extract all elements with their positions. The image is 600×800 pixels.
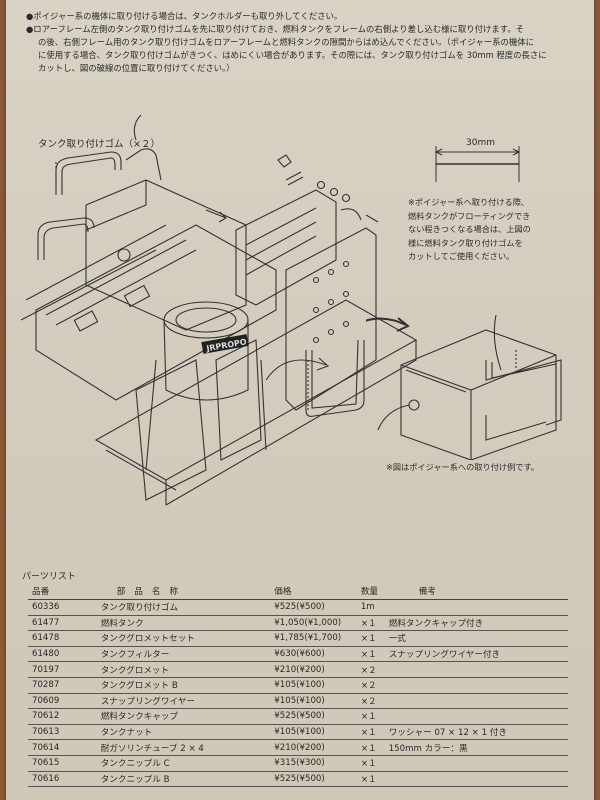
cell-price: ¥210(¥200): [274, 661, 361, 678]
cell-name: タンクグロメットセット: [100, 630, 275, 647]
cell-note: [388, 599, 568, 616]
cell-price: ¥1,785(¥1,700): [274, 630, 361, 647]
table-row: 70197 タンクグロメット ¥210(¥200) ×２: [28, 661, 568, 678]
cell-note: スナップリングワイヤー付き: [388, 646, 568, 663]
table-row: 70287 タンクグロメット B ¥105(¥100) ×２: [28, 677, 568, 694]
cell-code: 70609: [28, 693, 101, 710]
cell-name: 燃料タンク: [100, 615, 275, 632]
dimension-indicator: 30mm: [424, 132, 534, 192]
cell-code: 70614: [28, 739, 101, 756]
cell-code: 61480: [28, 646, 101, 663]
table-row: 70616 タンクニップル B ¥525(¥500) ×１: [28, 771, 568, 788]
cell-qty: ×１: [360, 771, 389, 788]
cell-note: [388, 693, 568, 710]
cell-price: ¥105(¥100): [274, 693, 361, 710]
cell-note: 150mm カラー：黒: [388, 739, 568, 756]
cell-price: ¥315(¥300): [274, 755, 361, 772]
cell-code: 70613: [28, 724, 101, 741]
cell-price: ¥210(¥200): [274, 739, 361, 756]
cell-code: 70612: [28, 708, 101, 725]
jrpropo-logo: JRPROPO: [201, 334, 249, 354]
header-qty: 数量: [360, 584, 389, 600]
cell-name: 燃料タンクキャップ: [100, 708, 275, 725]
header-note: 備考: [388, 584, 568, 600]
cell-qty: ×１: [360, 724, 389, 741]
cell-note: [388, 771, 568, 788]
cell-note: [388, 677, 568, 694]
cell-price: ¥525(¥500): [274, 599, 361, 616]
header-price: 価格: [274, 584, 361, 600]
cell-qty: ×１: [360, 739, 389, 756]
cell-qty: ×２: [360, 677, 389, 694]
table-row: 70612 燃料タンクキャップ ¥525(¥500) ×１: [28, 708, 568, 725]
cell-qty: ×２: [360, 661, 389, 678]
table-row: 61477 燃料タンク ¥1,050(¥1,000) ×１ 燃料タンクキャップ付…: [28, 615, 568, 632]
header-name: 部品名称: [100, 584, 275, 600]
cell-qty: ×１: [360, 708, 389, 725]
parts-table-header: 品番 部品名称 価格 数量 備考: [28, 584, 568, 600]
table-row: 61480 タンクフィルター ¥630(¥600) ×１ スナップリングワイヤー…: [28, 646, 568, 663]
parts-table: 品番 部品名称 価格 数量 備考 60336 タンク取り付けゴム ¥525(¥5…: [28, 584, 568, 788]
cell-code: 70197: [28, 661, 101, 678]
cell-price: ¥105(¥100): [274, 677, 361, 694]
cell-name: タンクニップル C: [100, 755, 275, 772]
cell-name: タンクニップル B: [100, 771, 275, 788]
table-row: 70613 タンクナット ¥105(¥100) ×１ ワッシャー 07 × 12…: [28, 724, 568, 741]
note-line-1: ●ポイジャー系の機体に取り付ける場合は、タンクホルダーも取り外してください。: [26, 11, 343, 21]
cell-note: ワッシャー 07 × 12 × 1 付き: [388, 724, 568, 741]
cell-note: [388, 755, 568, 772]
cell-name: タンクグロメット B: [100, 677, 275, 694]
note-line-3: の後、右側フレーム用のタンク取り付けゴムをロアーフレームと燃料タンクの隙間からは…: [38, 37, 534, 47]
table-row: 70609 スナップリングワイヤー ¥105(¥100) ×２: [28, 693, 568, 710]
cell-price: ¥630(¥600): [274, 646, 361, 663]
side-note: ※ポイジャー系へ取り付ける際、 燃料タンクがフローティングでき ない程きつくなる…: [408, 197, 531, 261]
header-code: 品番: [28, 584, 101, 600]
cell-price: ¥1,050(¥1,000): [274, 615, 361, 632]
dimension-label: 30mm: [466, 138, 495, 148]
instruction-sheet: ●ポイジャー系の機体に取り付ける場合は、タンクホルダーも取り外してください。 ●…: [6, 0, 594, 800]
cell-price: ¥525(¥500): [274, 771, 361, 788]
curved-arrow-icon: [366, 317, 410, 332]
note-line-5: カットし、図の破線の位置に取り付けてください。）: [38, 63, 235, 73]
table-row: 70614 耐ガソリンチューブ 2 × 4 ¥210(¥200) ×１ 150m…: [28, 739, 568, 756]
cell-price: ¥105(¥100): [274, 724, 361, 741]
dimension-drawing: [434, 146, 521, 182]
cell-name: タンク取り付けゴム: [100, 599, 275, 616]
cell-name: 耐ガソリンチューブ 2 × 4: [100, 739, 275, 756]
cell-qty: ×１: [360, 615, 389, 632]
cell-code: 60336: [28, 599, 101, 616]
parts-list-title: パーツリスト: [22, 572, 76, 582]
figure-caption: ※図はポイジャー系への取り付け例です。: [386, 462, 540, 472]
table-row: 70615 タンクニップル C ¥315(¥300) ×１: [28, 755, 568, 772]
cell-qty: ×１: [360, 630, 389, 647]
cell-note: 燃料タンクキャップ付き: [388, 615, 568, 632]
tank-mounting-figure: [366, 314, 562, 460]
cell-note: [388, 708, 568, 725]
cell-code: 70615: [28, 755, 101, 772]
frame-assembly-diagram: JRPROPO: [20, 114, 418, 506]
cell-qty: ×２: [360, 693, 389, 710]
note-line-2: ●ロアーフレーム左側のタンク取り付けゴムを先に取り付けておき、燃料タンクをフレー…: [26, 24, 525, 34]
cell-note: 一式: [388, 630, 568, 647]
cell-qty: 1m: [360, 599, 389, 616]
cell-qty: ×１: [360, 755, 389, 772]
cell-qty: ×１: [360, 646, 389, 663]
cell-name: タンクナット: [100, 724, 275, 741]
cell-code: 70616: [28, 771, 101, 788]
cell-code: 61478: [28, 630, 101, 647]
rubber-band-label: タンク取り付けゴム（×２）: [38, 139, 160, 150]
cell-price: ¥525(¥500): [274, 708, 361, 725]
cell-name: スナップリングワイヤー: [100, 693, 275, 710]
cell-name: タンクグロメット: [100, 661, 275, 678]
cell-name: タンクフィルター: [100, 646, 275, 663]
table-row: 61478 タンクグロメットセット ¥1,785(¥1,700) ×１ 一式: [28, 630, 568, 647]
cell-note: [388, 661, 568, 678]
note-line-4: に使用する場合、タンク取り付けゴムがきつく、はめにくい場合があります。その際には…: [38, 50, 547, 60]
table-row: 60336 タンク取り付けゴム ¥525(¥500) 1m: [28, 599, 568, 616]
cell-code: 61477: [28, 615, 101, 632]
instruction-notes: ●ポイジャー系の機体に取り付ける場合は、タンクホルダーも取り外してください。 ●…: [26, 10, 586, 75]
cell-code: 70287: [28, 677, 101, 694]
